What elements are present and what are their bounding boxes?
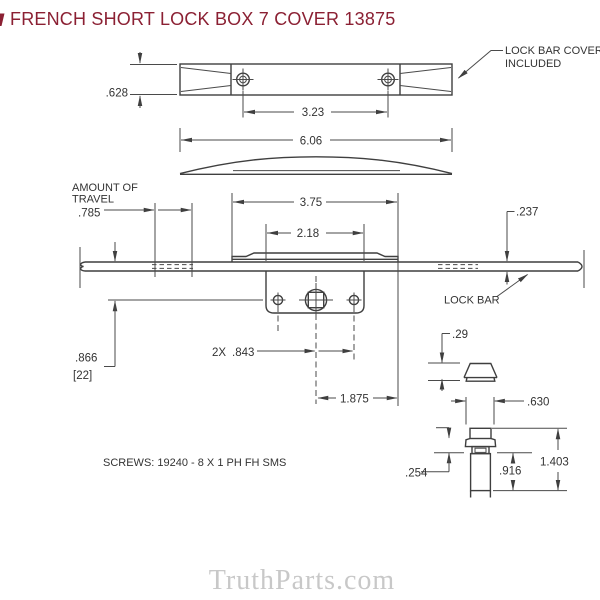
dim-text: 2.18 bbox=[297, 228, 319, 240]
dim-collar: .254 bbox=[405, 427, 452, 480]
dim-text: .843 bbox=[232, 347, 254, 359]
title-edge-fragment bbox=[0, 13, 5, 26]
dim-text: 6.06 bbox=[300, 136, 322, 148]
watermark: TruthParts.com bbox=[209, 565, 395, 596]
dim-cap-width: .630 bbox=[451, 397, 549, 425]
callout-lock-bar: LOCK BAR bbox=[444, 273, 529, 307]
top-view-cover bbox=[179, 63, 453, 96]
screw-hole-icon bbox=[232, 68, 254, 91]
dim-text: .785 bbox=[78, 208, 100, 220]
dim-overall: 1.403 bbox=[540, 428, 569, 491]
guide-detail-view: .29 .630 . bbox=[405, 329, 569, 498]
callout-text: LOCK BAR bbox=[444, 295, 500, 307]
dim-screw-spacing: 3.23 bbox=[242, 91, 389, 119]
tab-screw-hole-icon bbox=[346, 292, 362, 308]
dim-housing-width: 2.18 bbox=[265, 224, 365, 261]
cover-profile-view bbox=[179, 156, 453, 176]
dim-text: .916 bbox=[499, 466, 521, 478]
dim-text: .254 bbox=[405, 468, 428, 480]
dim-bar-thickness: .237 bbox=[504, 207, 538, 285]
dim-hole-offset: 2X .843 bbox=[212, 347, 354, 359]
tab-screw-hole-icon bbox=[270, 292, 286, 308]
dim-cover-length: 6.06 bbox=[179, 128, 453, 152]
dim-cap-height: .29 bbox=[428, 329, 468, 391]
dim-text: [22] bbox=[73, 370, 92, 382]
callout-text: INCLUDED bbox=[505, 58, 561, 70]
screw-hole-icon bbox=[377, 68, 399, 91]
dim-text: 3.75 bbox=[300, 197, 322, 209]
dim-text: 1.403 bbox=[540, 457, 569, 469]
callout-text: LOCK BAR COVER bbox=[505, 45, 600, 57]
dim-center-height: .866 [22] bbox=[73, 242, 118, 382]
callout-lock-bar-cover: LOCK BAR COVER INCLUDED bbox=[457, 45, 600, 79]
screws-note: SCREWS: 19240 - 8 X 1 PH FH SMS bbox=[103, 457, 286, 469]
dim-text: .628 bbox=[106, 88, 128, 100]
dim-cover-height: .628 bbox=[106, 52, 177, 108]
dim-text: .237 bbox=[516, 207, 538, 219]
dim-text: 1.875 bbox=[340, 394, 369, 406]
dim-text: 2X bbox=[212, 347, 226, 359]
callout-text: TRAVEL bbox=[72, 194, 114, 206]
guide-front-view bbox=[464, 427, 497, 498]
dim-text: .29 bbox=[452, 329, 468, 341]
dim-text: .866 bbox=[75, 353, 97, 365]
dim-center-to-end: 1.875 bbox=[317, 394, 398, 406]
dim-travel: AMOUNT OF TRAVEL .785 bbox=[72, 182, 193, 277]
dim-stem: .916 bbox=[499, 452, 521, 491]
assembly-view bbox=[79, 247, 585, 404]
dim-text: .630 bbox=[527, 397, 549, 409]
page-title: FRENCH SHORT LOCK BOX 7 COVER 13875 bbox=[10, 9, 395, 29]
callout-text: AMOUNT OF bbox=[72, 182, 138, 194]
dim-text: 3.23 bbox=[302, 107, 324, 119]
dim-faceplate-length: 3.75 bbox=[231, 193, 399, 406]
